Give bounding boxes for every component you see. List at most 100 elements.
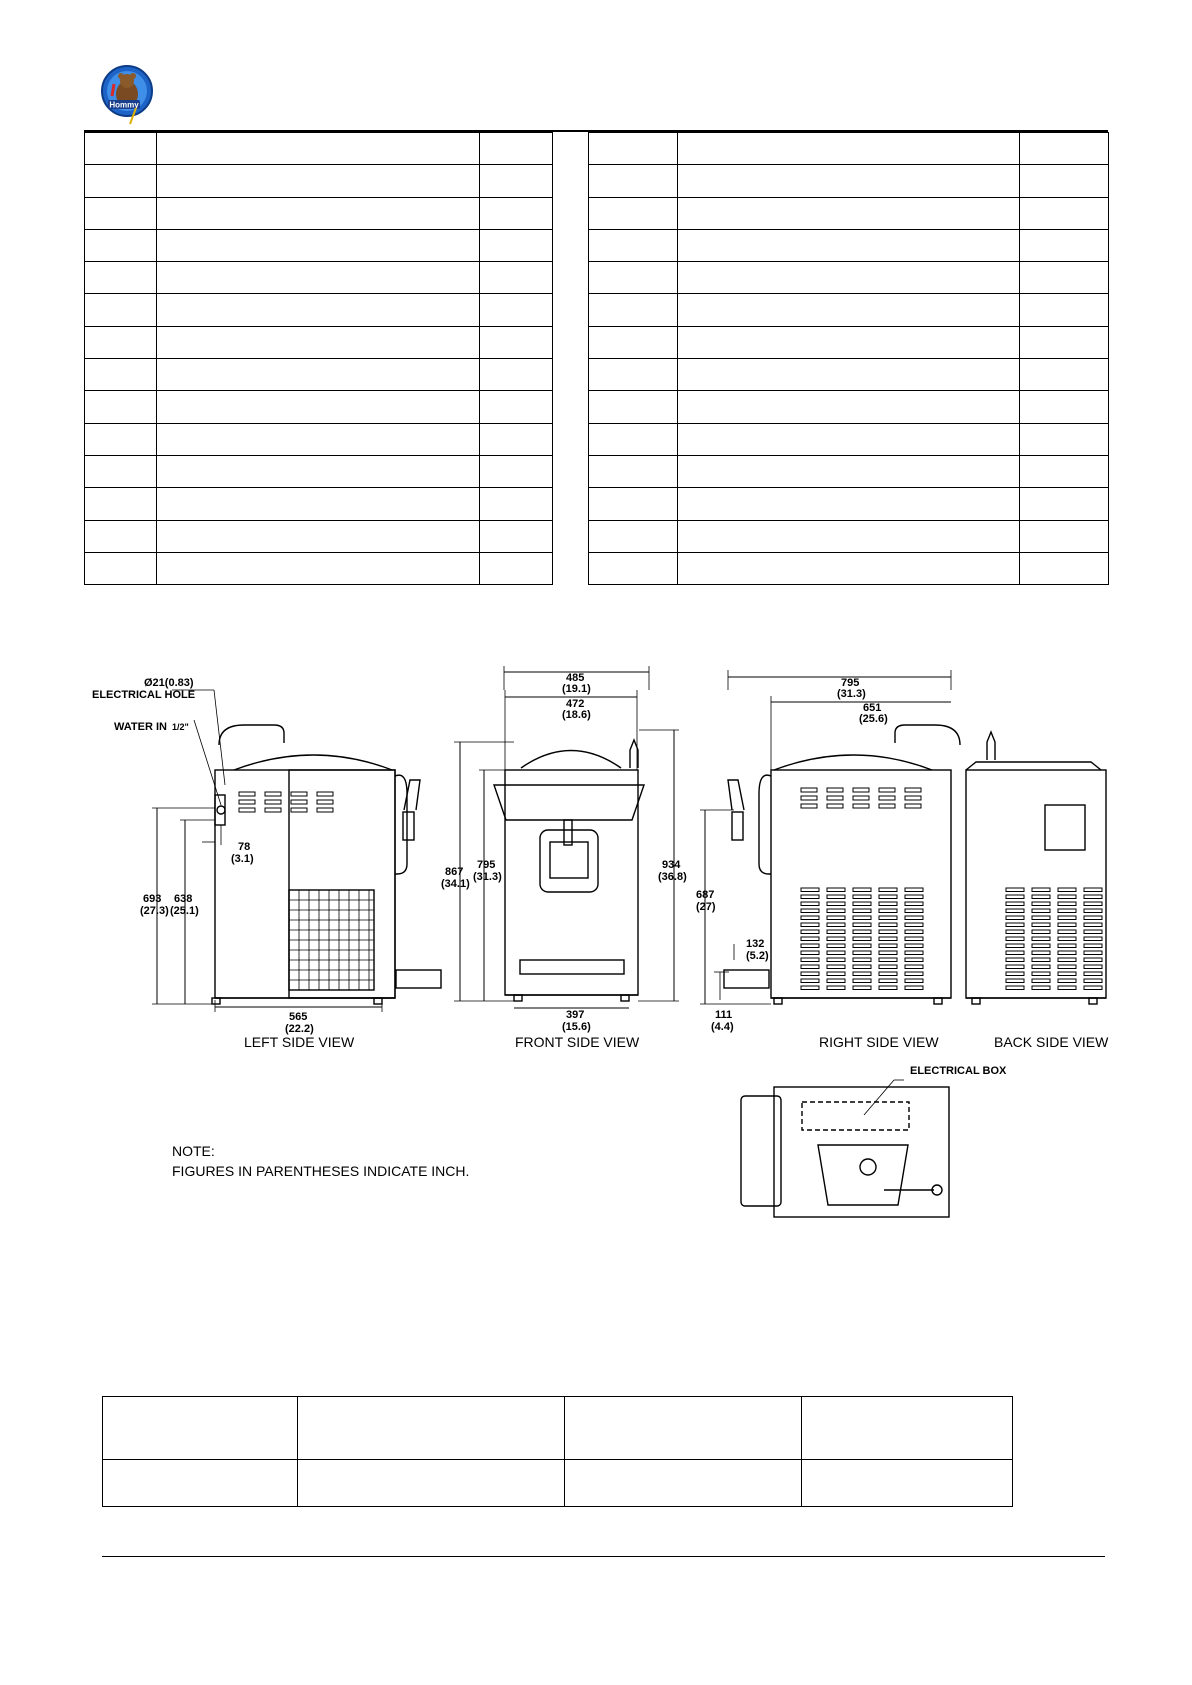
dim-687-inch: (27) (696, 901, 716, 913)
table-cell (588, 228, 678, 263)
louver-slot (826, 971, 846, 976)
table-cell (84, 422, 157, 456)
table-cell (84, 487, 157, 521)
louver-slot (1031, 901, 1051, 906)
louver-slot (1057, 971, 1077, 976)
louver-slot (904, 964, 924, 969)
louver-slot (826, 978, 846, 983)
table-cell (84, 196, 157, 230)
table-cell (677, 551, 1020, 586)
louver-slot (878, 929, 898, 934)
louver-slot (852, 943, 872, 948)
louver-slot (878, 985, 898, 990)
table-row (588, 261, 1109, 295)
louver-slot (1083, 936, 1103, 941)
table-row (84, 261, 553, 295)
table-row (588, 422, 1109, 456)
table-cell (156, 390, 480, 424)
table-cell (479, 293, 553, 327)
louver-slot (1005, 971, 1025, 976)
louver-slot (904, 957, 924, 962)
table-row (588, 358, 1109, 392)
dim-472: 472 (566, 698, 584, 710)
table-cell (677, 196, 1020, 230)
front-side-view-label: FRONT SIDE VIEW (515, 1034, 640, 1050)
louver-slot (1005, 929, 1025, 934)
table-cell (156, 487, 480, 521)
electrical-box-label: ELECTRICAL BOX (910, 1065, 1007, 1077)
louver-slot (1057, 887, 1077, 892)
louver-slot (1083, 929, 1103, 934)
table-cell (479, 422, 553, 456)
louver-slot (1005, 964, 1025, 969)
table-cell (156, 164, 480, 198)
louver-slot (1005, 950, 1025, 955)
louver-slot (1083, 971, 1103, 976)
table-cell (1019, 164, 1109, 198)
table-cell (1019, 131, 1109, 166)
table-row (84, 422, 553, 456)
table-cell (588, 196, 678, 230)
dim-397-inch: (15.6) (562, 1021, 591, 1033)
louver-slot (1005, 894, 1025, 899)
louver-slot (826, 894, 846, 899)
table-row (588, 196, 1109, 230)
louver-slot (878, 943, 898, 948)
louver-slot (1083, 908, 1103, 913)
water-in-fraction: 1/2" (172, 722, 189, 732)
louver-slot (852, 978, 872, 983)
louver-slot (1005, 936, 1025, 941)
louver-slot (1031, 894, 1051, 899)
dim-485-inch: (19.1) (562, 683, 591, 695)
table-row (84, 519, 553, 553)
table-cell (156, 519, 480, 553)
table-cell (1019, 390, 1109, 424)
louver-slot (878, 908, 898, 913)
table-cell (479, 325, 553, 360)
table-cell (677, 325, 1020, 360)
louver-slot (1057, 929, 1077, 934)
louver-slot (1083, 943, 1103, 948)
louver-slot (1031, 908, 1051, 913)
louver-slot (1005, 978, 1025, 983)
table-cell (588, 131, 678, 166)
dim-795-right-inch: (31.3) (837, 688, 866, 700)
dim-111: 111 (715, 1009, 732, 1021)
louver-slot (878, 971, 898, 976)
louver-slot (852, 908, 872, 913)
table-cell (479, 358, 553, 392)
table-cell (479, 261, 553, 295)
table-cell (156, 293, 480, 327)
table-cell (1019, 196, 1109, 230)
table-row (84, 487, 553, 521)
table-cell (479, 454, 553, 489)
louver-slot (852, 929, 872, 934)
dimensions-table (102, 1396, 1013, 1507)
louver-slot (1005, 887, 1025, 892)
louver-slot (826, 985, 846, 990)
table-row (588, 551, 1109, 586)
louver-slot (1057, 936, 1077, 941)
table-cell (588, 519, 678, 553)
louver-slot (800, 929, 820, 934)
table-cell (479, 164, 553, 198)
table-cell (479, 131, 553, 166)
table-cell (84, 228, 157, 263)
table-cell (479, 390, 553, 424)
louver-slot (904, 936, 924, 941)
dim-693-inch: (27.3) (140, 905, 169, 917)
louver-slot (1057, 894, 1077, 899)
louver-slot (904, 901, 924, 906)
dim-795-inch: (31.3) (473, 871, 502, 883)
table-cell (479, 487, 553, 521)
left-side-view (152, 689, 442, 1012)
louver-slot (904, 985, 924, 990)
dim-397: 397 (566, 1009, 584, 1021)
louver-slot (1031, 943, 1051, 948)
louver-slot (800, 971, 820, 976)
front-side-view (454, 666, 679, 1009)
dim-638: 638 (174, 893, 192, 905)
louver-slot (904, 887, 924, 892)
dim-934: 934 (662, 859, 681, 871)
table-cell (479, 228, 553, 263)
